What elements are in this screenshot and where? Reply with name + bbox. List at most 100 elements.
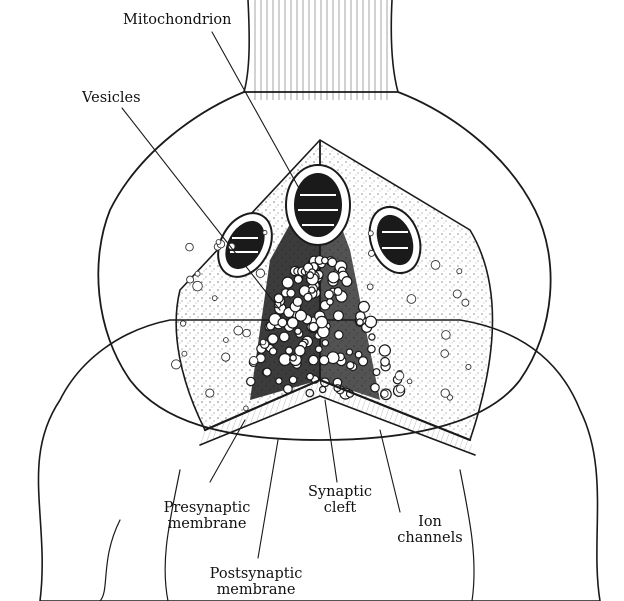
vesicle — [180, 321, 185, 326]
vesicle — [309, 355, 318, 364]
vesicle — [328, 258, 337, 267]
vesicle — [431, 261, 440, 270]
vesicle — [322, 340, 328, 346]
vesicle — [282, 277, 293, 288]
label-presynaptic-membrane: Presynaptic membrane — [147, 500, 267, 532]
vesicle — [295, 346, 305, 356]
vesicle — [290, 355, 296, 361]
vesicle — [216, 240, 221, 245]
vesicle — [357, 319, 364, 326]
vesicle — [260, 339, 265, 344]
vesicle — [379, 345, 390, 356]
vesicle — [295, 328, 301, 334]
vesicle — [325, 290, 334, 299]
vesicle — [365, 316, 376, 327]
label-ion-channels: Ion channels — [385, 514, 475, 546]
vesicle — [367, 284, 373, 290]
vesicle — [293, 297, 302, 306]
vesicle — [304, 293, 312, 301]
vesicle — [368, 231, 373, 236]
label-presynaptic-line2: membrane — [147, 516, 267, 532]
vesicle — [280, 332, 290, 342]
vesicle — [187, 276, 194, 283]
vesicle — [247, 377, 255, 385]
vesicle — [222, 353, 230, 361]
vesicle — [289, 376, 296, 383]
vesicle — [322, 257, 329, 264]
vesicle — [278, 318, 287, 327]
vesicle — [263, 368, 271, 376]
vesicle — [186, 243, 194, 251]
vesicle — [466, 364, 471, 369]
vesicle — [320, 356, 329, 365]
vesicle — [193, 281, 203, 291]
vesicle — [442, 331, 451, 340]
vesicle — [457, 269, 462, 274]
vesicle — [172, 360, 181, 369]
vesicle — [244, 406, 249, 411]
vesicle — [287, 289, 295, 297]
vesicle — [347, 349, 353, 355]
vesicle — [250, 357, 258, 365]
vesicle — [307, 272, 314, 279]
vesicle — [316, 346, 323, 353]
vesicle — [224, 338, 229, 343]
vesicle — [287, 318, 298, 329]
label-synaptic-cleft-line2: cleft — [295, 500, 385, 516]
vesicle — [381, 390, 388, 397]
vesicle — [286, 347, 293, 354]
axon — [244, 0, 398, 100]
vesicle — [441, 389, 449, 397]
label-synaptic-cleft: Synaptic cleft — [295, 484, 385, 516]
label-ion-channels-line1: Ion — [385, 514, 475, 530]
label-synaptic-cleft-line1: Synaptic — [295, 484, 385, 500]
vesicle — [279, 354, 291, 366]
vesicle — [268, 334, 278, 344]
vesicle — [274, 294, 283, 303]
vesicle — [206, 389, 214, 397]
vesicle — [334, 311, 344, 321]
label-presynaptic-line1: Presynaptic — [147, 500, 267, 516]
vesicle — [309, 287, 315, 293]
vesicle — [355, 351, 362, 358]
vesicle — [359, 301, 370, 312]
vesicle — [212, 296, 217, 301]
vesicle — [243, 329, 251, 337]
vesicle — [307, 373, 314, 380]
vesicle — [396, 385, 404, 393]
vesicle — [407, 379, 412, 384]
vesicle — [182, 351, 187, 356]
vesicle — [309, 323, 318, 332]
vesicle — [195, 271, 200, 276]
vesicle — [335, 331, 343, 339]
vesicle — [371, 384, 379, 392]
label-vesicles: Vesicles — [82, 90, 141, 106]
vesicle — [347, 362, 354, 369]
vesicle — [263, 231, 267, 235]
label-postsynaptic-line1: Postsynaptic — [196, 566, 316, 582]
vesicle — [276, 378, 282, 384]
vesicle — [395, 372, 404, 381]
vesicle — [342, 277, 352, 287]
vesicle — [368, 345, 375, 352]
vesicle — [441, 350, 449, 358]
vesicle — [369, 250, 375, 256]
vesicle — [334, 288, 342, 296]
vesicle — [453, 290, 461, 298]
label-mitochondrion: Mitochondrion — [123, 12, 232, 28]
vesicle — [373, 369, 380, 376]
label-ion-channels-line2: channels — [385, 530, 475, 546]
vesicle — [381, 358, 390, 367]
label-postsynaptic-line2: membrane — [196, 582, 316, 598]
vesicle — [256, 269, 264, 277]
vesicle — [270, 348, 277, 355]
label-postsynaptic-membrane: Postsynaptic membrane — [196, 566, 316, 598]
vesicle — [369, 334, 375, 340]
vesicle — [462, 299, 469, 306]
vesicle — [327, 299, 333, 305]
vesicle — [407, 295, 416, 304]
vesicle — [328, 272, 339, 283]
vesicle — [294, 275, 302, 283]
vesicle — [234, 326, 243, 335]
